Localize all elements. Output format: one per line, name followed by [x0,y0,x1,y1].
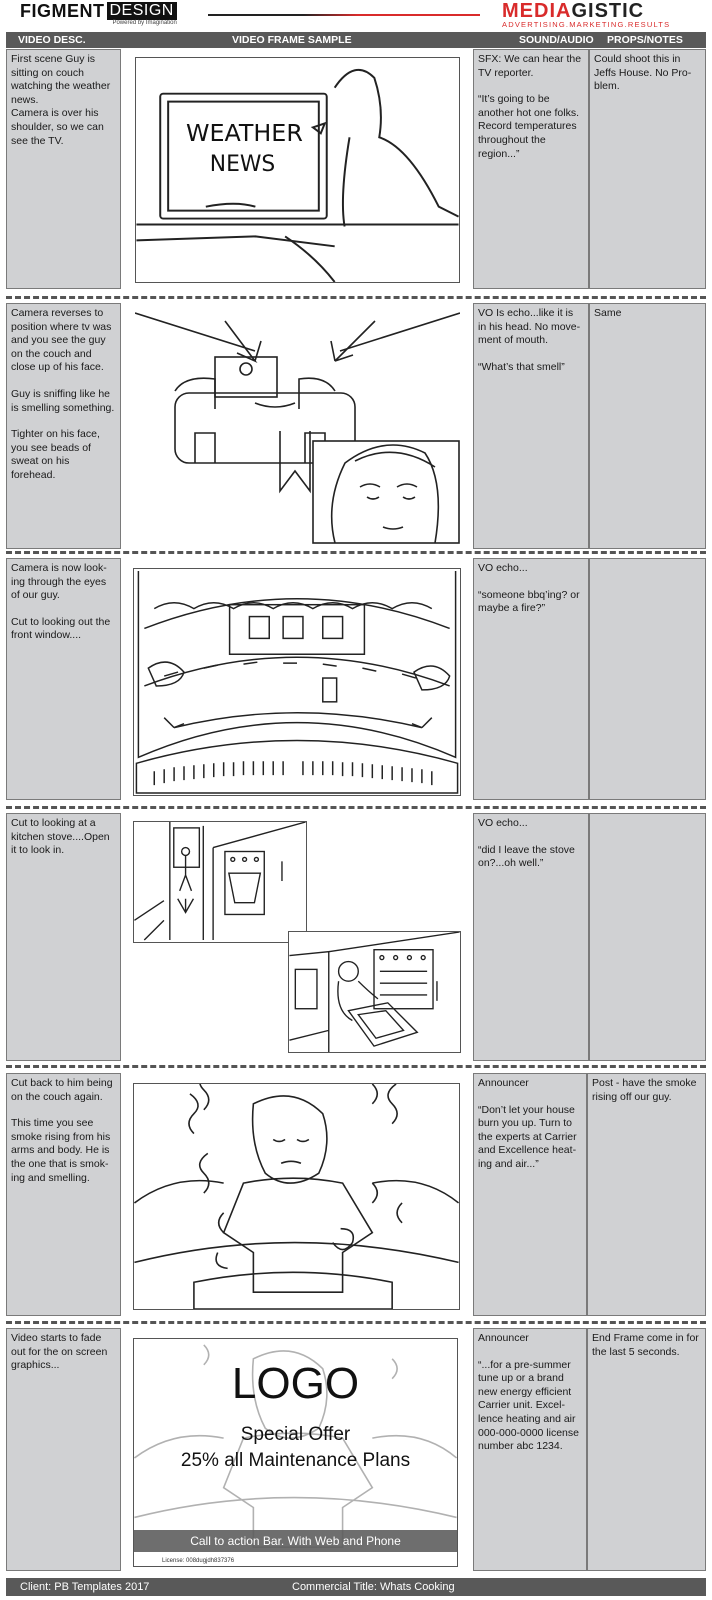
scene-divider [6,1065,706,1068]
sound-quote: “Don’t let your house burn you up. Turn … [478,1103,577,1170]
sound-quote: “did I leave the stove on?...oh well.” [478,843,575,870]
scene-5: Cut back to him being on the couch again… [0,1073,712,1316]
desc-text: Video starts to fade out for the on scre… [11,1332,108,1372]
desc-text: Cut to looking at a kitchen stove....Ope… [11,817,110,857]
scene-2-frame [135,311,460,545]
weather-text: WEATHER [186,119,303,147]
scene-divider [6,551,706,554]
column-video-desc: VIDEO DESC. [18,34,86,46]
header-divider-line [208,14,480,16]
logo-name-a: FIGMENT [20,0,105,21]
sound-text: VO echo... [478,817,528,829]
logo-tagline: Powered by Imagination [112,20,177,26]
footer-commercial-title: Commercial Title: Whats Cooking [292,1581,455,1593]
special-offer-heading: Special Offer [240,1424,351,1445]
mediagistic-logo: MEDIAGISTIC ADVERTISING.MARKETING.RESULT… [502,0,682,29]
scene-6-end-frame: LOGO Special Offer 25% all Maintenance P… [133,1338,458,1567]
sound-quote: “...for a pre-summer tune up or a brand … [478,1358,579,1453]
sound-text: Announcer [478,1077,529,1089]
faded-couch-sketch [134,1344,457,1548]
desc-text: Camera is now look-ing through the eyes … [11,562,107,602]
scene-4-frame-b [288,931,461,1053]
scene-5-video-desc: Cut back to him being on the couch again… [6,1073,121,1316]
scene-2: Camera reverses to position where tv was… [0,303,712,549]
scene-3-frame [133,568,461,796]
scene-4-frame-a [133,821,307,943]
scene-1: First scene Guy is sitting on couch watc… [0,49,712,289]
figment-design-logo: FIGMENT DESIGN Powered by Imagination [20,0,177,28]
open-stove-sketch [289,932,460,1052]
kitchen-hall-sketch [134,822,306,941]
top-bar: FIGMENT DESIGN Powered by Imagination ME… [0,0,712,30]
footer-bar: Client: PB Templates 2017 Commercial Tit… [6,1578,706,1596]
scene-4-sound: VO echo... “did I leave the stove on?...o… [473,813,589,1061]
desc-text: First scene Guy is sitting on couch watc… [11,53,111,147]
logo-slogan: ADVERTISING.MARKETING.RESULTS [502,20,671,29]
logo-gistic: GISTIC [571,0,645,22]
scene-1-sound: SFX: We can hear the TV reporter. “It’s g… [473,49,589,289]
scene-1-props: Could shoot this in Jeffs House. No Pro-… [589,49,706,289]
scene-6-sound: Announcer “...for a pre-summer tune up or… [473,1328,587,1571]
scene-3-sound: VO echo... “someone bbq’ing? or maybe a f… [473,558,589,800]
sound-quote: “What’s that smell” [478,360,565,373]
scene-6-video-desc: Video starts to fade out for the on scre… [6,1328,121,1571]
logo-media: MEDIA [502,0,572,22]
sound-text: SFX: We can hear the TV reporter. [478,53,582,79]
desc-text: Cut back to him being on the couch again… [11,1077,113,1103]
props-text: Could shoot this in Jeffs House. No Pro-… [594,53,692,93]
scene-1-video-desc: First scene Guy is sitting on couch watc… [6,49,121,289]
scene-2-sound: VO Is echo...like it is in his head. No … [473,303,589,549]
column-props-notes: PROPS/NOTES [607,34,683,46]
desc-text: Tighter on his face, you see beads of sw… [11,428,100,481]
props-text: Same [594,307,622,319]
column-sound-audio: SOUND/AUDIO [519,34,594,46]
scene-5-frame [133,1083,460,1310]
scene-divider [6,1321,706,1324]
scene-3: Camera is now look-ing through the eyes … [0,558,712,800]
desc-text: This time you see smoke rising from his … [11,1117,111,1184]
scene-divider [6,806,706,809]
sound-quote: “someone bbq’ing? or maybe a fire?” [478,588,580,615]
footer-client: Client: PB Templates 2017 [20,1581,150,1593]
license-number: License: 008dugjdh837376 [162,1558,235,1564]
call-to-action-bar: Call to action Bar. With Web and Phone [134,1530,457,1552]
scene-6-props: End Frame come in for the last 5 seconds… [587,1328,706,1571]
scene-3-props [589,558,706,800]
scene-5-props: Post - have the smoke rising off our guy… [587,1073,706,1316]
special-offer-detail: 25% all Maintenance Plans [180,1450,411,1471]
props-text: Post - have the smoke rising off our guy… [592,1077,697,1103]
desc-text: Guy is sniffing like he is smelling some… [11,387,115,414]
sound-text: Announcer [478,1332,529,1344]
sound-quote: “It’s going to be another hot one folks.… [478,93,579,160]
column-video-frame: VIDEO FRAME SAMPLE [232,34,352,46]
sound-text: VO echo... [478,562,528,574]
news-text: NEWS [210,152,275,177]
end-frame-logo: LOGO [231,1359,360,1408]
props-text: End Frame come in for the last 5 seconds… [592,1332,699,1358]
front-window-sketch [135,570,459,794]
couch-reverse-sketch [135,312,460,544]
desc-text: Camera reverses to position where tv was… [11,307,112,374]
scene-4: Cut to looking at a kitchen stove....Ope… [0,813,712,1061]
desc-text: Cut to looking out the front window.... [11,615,111,642]
scene-2-props: Same [589,303,706,549]
column-header-bar: VIDEO DESC. VIDEO FRAME SAMPLE SOUND/AUD… [6,32,706,48]
sound-text: VO Is echo...like it is in his head. No … [478,307,581,347]
smoking-guy-sketch [134,1084,459,1309]
scene-4-props [589,813,706,1061]
scene-divider [6,296,706,299]
weather-news-sketch: WEATHER NEWS [136,68,459,282]
scene-5-sound: Announcer “Don’t let your house burn you … [473,1073,587,1316]
logo-name-b: DESIGN [106,2,177,20]
scene-4-video-desc: Cut to looking at a kitchen stove....Ope… [6,813,121,1061]
scene-2-video-desc: Camera reverses to position where tv was… [6,303,121,549]
scene-1-frame: WEATHER NEWS [135,57,460,283]
scene-3-video-desc: Camera is now look-ing through the eyes … [6,558,121,800]
scene-6: Video starts to fade out for the on scre… [0,1328,712,1571]
